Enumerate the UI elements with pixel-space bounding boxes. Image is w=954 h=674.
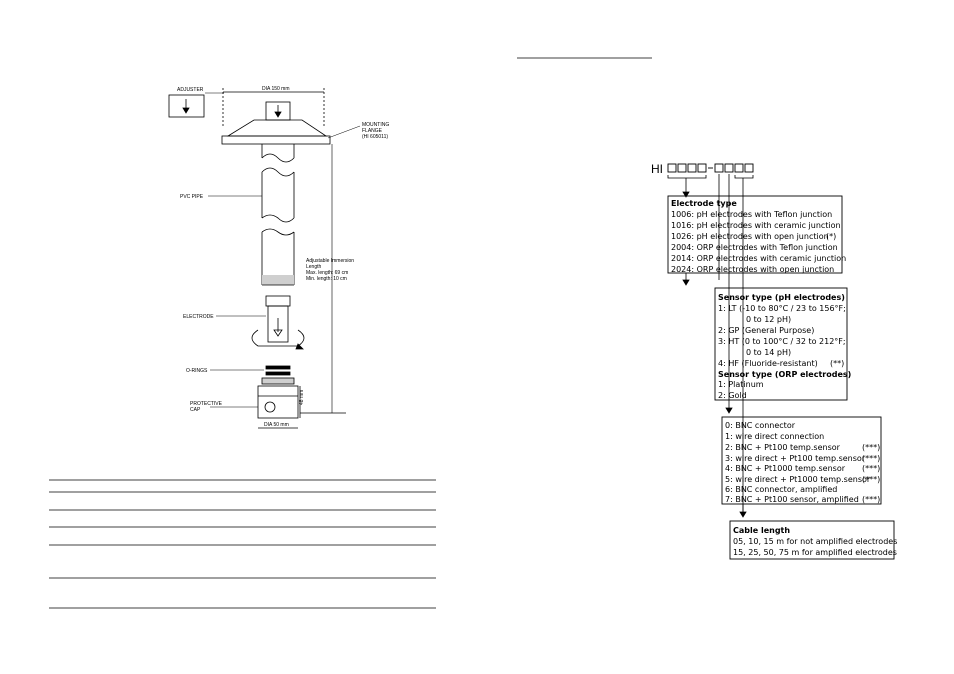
connector-line: 3: wire direct + Pt100 temp.sensor bbox=[725, 454, 866, 463]
connector-box bbox=[721, 416, 882, 505]
empty-table-rules bbox=[49, 479, 436, 609]
sensor-type-orp-title: Sensor type (ORP electrodes) bbox=[718, 370, 851, 379]
code-prefix: HI bbox=[651, 162, 663, 176]
electrode-type-line-2014: 2014: ORP electrodes with ceramic juncti… bbox=[671, 254, 846, 263]
electrode-type-line-1026: 1026: pH electrodes with open junction bbox=[671, 232, 829, 241]
cable-length-line-not-amplified: 05, 10, 15 m for not amplified electrode… bbox=[733, 537, 897, 546]
connector-note: (***) bbox=[862, 475, 880, 484]
protective-cap bbox=[257, 385, 299, 419]
connector-line: 4: BNC + Pt1000 temp.sensor bbox=[725, 464, 846, 473]
adjuster-box bbox=[168, 94, 205, 118]
connector-lines bbox=[667, 174, 754, 518]
label-electrode: ELECTRODE bbox=[183, 314, 214, 320]
electrode-type-line-2004: 2004: ORP electrodes with Teflon junctio… bbox=[671, 243, 838, 252]
label-cap-height: 48 mm bbox=[299, 390, 305, 405]
electrode-type-box bbox=[667, 195, 843, 274]
sensor-type-ph-line-1: 1: LT (-10 to 80°C / 23 to 156°F; bbox=[718, 304, 846, 313]
mounting-flange-cone bbox=[226, 119, 328, 137]
sensor-type-ph-line-3: 3: HT (0 to 100°C / 32 to 212°F; bbox=[718, 337, 846, 346]
sensor-type-orp-line-1: 1: Platinum bbox=[718, 380, 764, 389]
connector-line: 5: wire direct + Pt1000 temp.sensor bbox=[725, 475, 871, 484]
electrode-type-line-1006: 1006: pH electrodes with Teflon junction bbox=[671, 210, 832, 219]
electrode-type-line-2024: 2024: ORP electrodes with open junction bbox=[671, 265, 834, 274]
electrode-type-note-1026: (*) bbox=[826, 232, 836, 241]
sensor-type-ph-line-3b: 0 to 14 pH) bbox=[746, 348, 791, 357]
mounting-drawing bbox=[168, 88, 361, 429]
label-pvc-pipe: PVC PIPE bbox=[180, 194, 204, 200]
cable-length-title: Cable length bbox=[733, 526, 790, 535]
electrode-body bbox=[267, 305, 289, 343]
connector-note: (***) bbox=[862, 495, 880, 504]
connector-line: 6: BNC connector, amplified bbox=[725, 485, 837, 494]
label-o-rings: O-RINGS bbox=[186, 368, 208, 374]
label-adjuster: ADJUSTER bbox=[177, 87, 204, 93]
sensor-type-box bbox=[714, 287, 848, 401]
sensor-type-orp-line-2: 2: Gold bbox=[718, 391, 747, 400]
connector-note: (***) bbox=[862, 454, 880, 463]
cable-length-line-amplified: 15, 25, 50, 75 m for amplified electrode… bbox=[733, 548, 897, 557]
connector-lines-text: 0: BNC connector 1: wire direct connecti… bbox=[725, 421, 880, 504]
sensor-type-ph-line-2: 2: GP (General Purpose) bbox=[718, 326, 814, 335]
connector-line: 1: wire direct connection bbox=[725, 432, 824, 441]
code-slots bbox=[667, 163, 754, 173]
connector-line: 0: BNC connector bbox=[725, 421, 796, 430]
rotation-arrow bbox=[251, 329, 305, 347]
label-cap-diameter: DIA 50 mm bbox=[264, 422, 289, 428]
sensor-type-ph-line-4: 4: HF (Fluoride-resistant) bbox=[718, 359, 818, 368]
electrode-type-title: Electrode type bbox=[671, 199, 737, 208]
pvc-pipe bbox=[261, 172, 295, 218]
sensor-type-note-hf: (**) bbox=[830, 359, 844, 368]
connector-line: 7: BNC + Pt100 sensor, amplified bbox=[725, 495, 859, 504]
sensor-type-ph-title: Sensor type (pH electrodes) bbox=[718, 293, 845, 302]
label-diameter-top: DIA 150 mm bbox=[262, 86, 290, 92]
connector-line: 2: BNC + Pt100 temp.sensor bbox=[725, 443, 841, 452]
sensor-type-ph-line-1b: 0 to 12 pH) bbox=[746, 315, 791, 324]
mounting-flange-plate bbox=[221, 135, 331, 145]
electrode-type-line-1016: 1016: pH electrodes with ceramic junctio… bbox=[671, 221, 841, 230]
connector-note: (***) bbox=[862, 443, 880, 452]
adjuster-arrowhead bbox=[182, 107, 190, 114]
connector-note: (***) bbox=[862, 464, 880, 473]
electrode-top bbox=[265, 295, 291, 307]
cable-length-box bbox=[729, 520, 895, 560]
